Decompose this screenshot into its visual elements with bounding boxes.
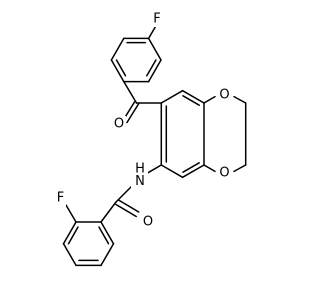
bond [62,242,77,267]
bond [181,164,205,179]
fluorophenyl-ring-top [110,23,162,83]
bond [110,37,125,61]
bond-c-o-double [117,199,140,213]
bond [147,37,162,61]
bond-c-o-double [115,203,137,218]
ketone-group [122,80,163,124]
bond [100,221,115,245]
bond-double-inner [115,59,127,77]
bond [62,221,77,245]
atom-label-nitrogen: N [135,174,145,189]
bond [203,164,216,173]
bond [233,164,247,173]
bond-c-n [146,164,163,175]
bond-c-o-double [126,103,140,124]
atom-label-oxygen: O [219,166,229,181]
atom-label-oxygen: O [143,215,153,230]
atom-label-fluorine: F [153,12,160,27]
bond-double-inner [182,95,200,106]
bond [233,95,247,104]
bond-double-inner [182,162,200,173]
bond [100,242,115,267]
bond [100,201,117,223]
molecule-structure: F O O O H N F O [54,11,247,267]
bond [203,95,216,104]
bond-c-f [65,204,77,223]
fluorophenyl-ring-bottom [62,204,115,267]
bond-n-c [115,184,134,203]
bond [160,164,184,179]
bond-double-inner [67,226,79,245]
atom-label-oxygen: O [219,88,229,103]
central-benzene-ring [160,89,205,179]
bond [110,59,125,83]
amide-group [100,164,163,223]
atom-labels: F O O O H N F O [54,11,232,230]
dioxane-ring [203,95,247,173]
bond-double-inner [98,226,110,245]
bond [123,80,138,104]
bond-double-inner [146,59,157,77]
atom-label-hydrogen: H [135,162,145,177]
bond [181,89,205,104]
atom-label-fluorine: F [57,191,64,206]
atom-label-oxygen: O [114,117,124,132]
bond [147,59,162,83]
bond [160,89,184,104]
